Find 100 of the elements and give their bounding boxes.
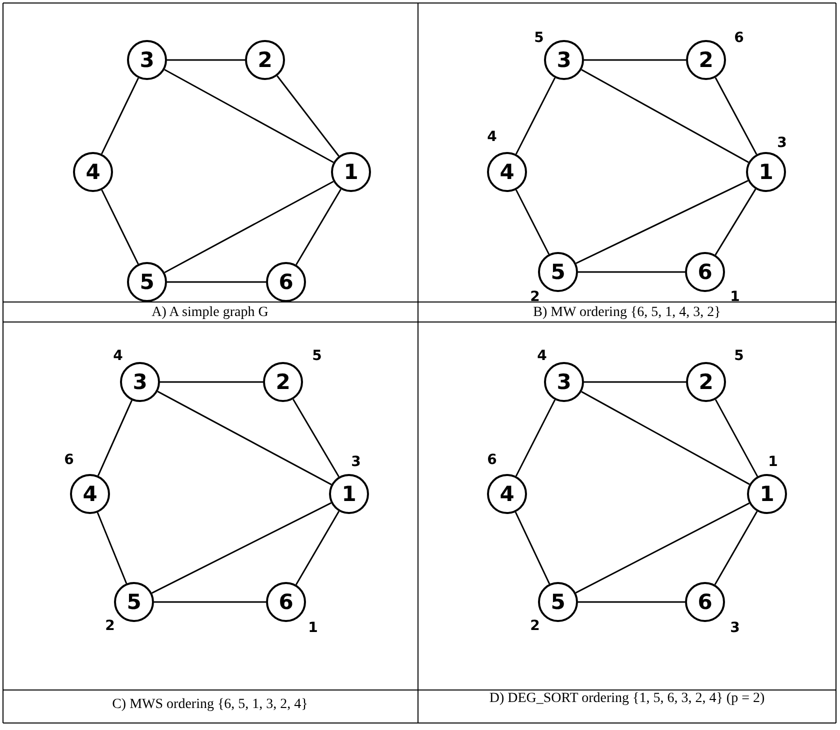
vertex-label: 5 (550, 262, 566, 282)
panel-caption: A) A simple graph G (152, 305, 268, 320)
graph-edge (515, 399, 556, 477)
vertex-label: 2 (276, 372, 290, 392)
vertex-circle (266, 262, 306, 302)
vertex-circle (685, 582, 725, 622)
vertex-label: 4 (500, 484, 514, 504)
vertex-circle (263, 362, 303, 402)
vertex-label: 3 (140, 50, 154, 70)
order-number: 1 (768, 455, 778, 469)
graph-edge (578, 601, 685, 603)
order-number: 1 (730, 290, 740, 304)
vertex-circle (686, 40, 726, 80)
graph-edge (152, 502, 332, 594)
order-number: 1 (308, 621, 318, 635)
graph-edge (575, 502, 750, 594)
vertex-circle (538, 582, 578, 622)
vertex-label: 1 (758, 162, 774, 182)
graph-edge (584, 381, 686, 383)
vertex-circle (487, 474, 527, 514)
order-number: 5 (312, 349, 322, 363)
graph-edge (581, 391, 750, 485)
graph-edge (167, 281, 266, 283)
graph-edge (714, 188, 756, 256)
graph-edge (96, 512, 128, 584)
vertex-label: 5 (550, 592, 566, 612)
vertex-circle (487, 152, 527, 192)
vertex-circle (127, 262, 167, 302)
order-number: 3 (351, 455, 361, 469)
order-number: 2 (105, 619, 115, 633)
order-number: 4 (537, 349, 547, 363)
order-number: 6 (487, 453, 497, 467)
order-number: 3 (777, 136, 787, 150)
panel-caption: D) DEG_SORT ordering {1, 5, 6, 3, 2, 4} (p = 2) (488, 691, 766, 706)
panel-caption: B) MW ordering {6, 5, 1, 4, 3, 2} (533, 305, 721, 320)
order-number: 5 (734, 349, 744, 363)
vertex-label: 2 (698, 50, 714, 70)
vertex-label: 2 (258, 50, 272, 70)
vertex-label: 6 (698, 592, 712, 612)
graph-edge (154, 601, 266, 603)
graph-edge (296, 188, 342, 266)
graph-edge (157, 390, 332, 486)
graph-edge (714, 510, 758, 586)
graph-edge (101, 190, 139, 264)
vertex-circle (544, 40, 584, 80)
vertex-circle (331, 152, 371, 192)
graph-edge (714, 77, 758, 155)
vertex-circle (114, 582, 154, 622)
graph-edge (97, 400, 133, 476)
graph-edge (514, 512, 550, 584)
vertex-circle (538, 252, 578, 292)
vertex-label: 3 (556, 372, 572, 392)
graph-edge (515, 189, 550, 255)
graph-edge (101, 78, 139, 154)
vertex-label: 4 (82, 484, 98, 504)
order-number: 4 (113, 349, 123, 363)
order-number: 2 (530, 290, 540, 304)
graph-edge (714, 399, 758, 477)
vertex-label: 1 (344, 162, 358, 182)
graph-edge (276, 75, 340, 157)
vertex-circle (266, 582, 306, 622)
graph-edge (584, 59, 686, 61)
vertex-circle (127, 40, 167, 80)
order-number: 2 (530, 619, 540, 633)
vertex-circle (329, 474, 369, 514)
order-number: 4 (487, 130, 497, 144)
vertex-label: 4 (500, 162, 514, 182)
panel-caption: C) MWS ordering {6, 5, 1, 3, 2, 4} (112, 697, 308, 712)
graph-edge (295, 510, 340, 586)
graph-edge (581, 69, 749, 163)
vertex-label: 3 (556, 50, 572, 70)
vertex-label: 6 (278, 272, 294, 292)
vertex-circle (245, 40, 285, 80)
vertex-circle (544, 362, 584, 402)
vertex-label: 5 (126, 592, 142, 612)
graph-edge (164, 180, 334, 274)
graph-edge (515, 77, 556, 155)
vertex-label: 3 (132, 372, 148, 392)
order-number: 3 (730, 621, 740, 635)
vertex-circle (686, 362, 726, 402)
vertex-circle (746, 152, 786, 192)
graph-edge (576, 180, 748, 264)
vertex-circle (73, 152, 113, 192)
order-number: 5 (534, 31, 544, 45)
graph-edge (167, 59, 245, 61)
vertex-label: 6 (278, 592, 294, 612)
vertex-label: 4 (86, 162, 100, 182)
vertex-circle (70, 474, 110, 514)
graph-edge (164, 68, 334, 164)
graph-edge (578, 271, 685, 273)
vertex-label: 1 (760, 484, 774, 504)
vertex-label: 5 (140, 272, 154, 292)
vertex-label: 1 (342, 484, 356, 504)
graph-edge (292, 398, 340, 478)
vertex-label: 6 (698, 262, 712, 282)
graph-edge (160, 381, 263, 383)
order-number: 6 (734, 31, 744, 45)
vertex-circle (747, 474, 787, 514)
order-number: 6 (64, 453, 74, 467)
vertex-circle (120, 362, 160, 402)
